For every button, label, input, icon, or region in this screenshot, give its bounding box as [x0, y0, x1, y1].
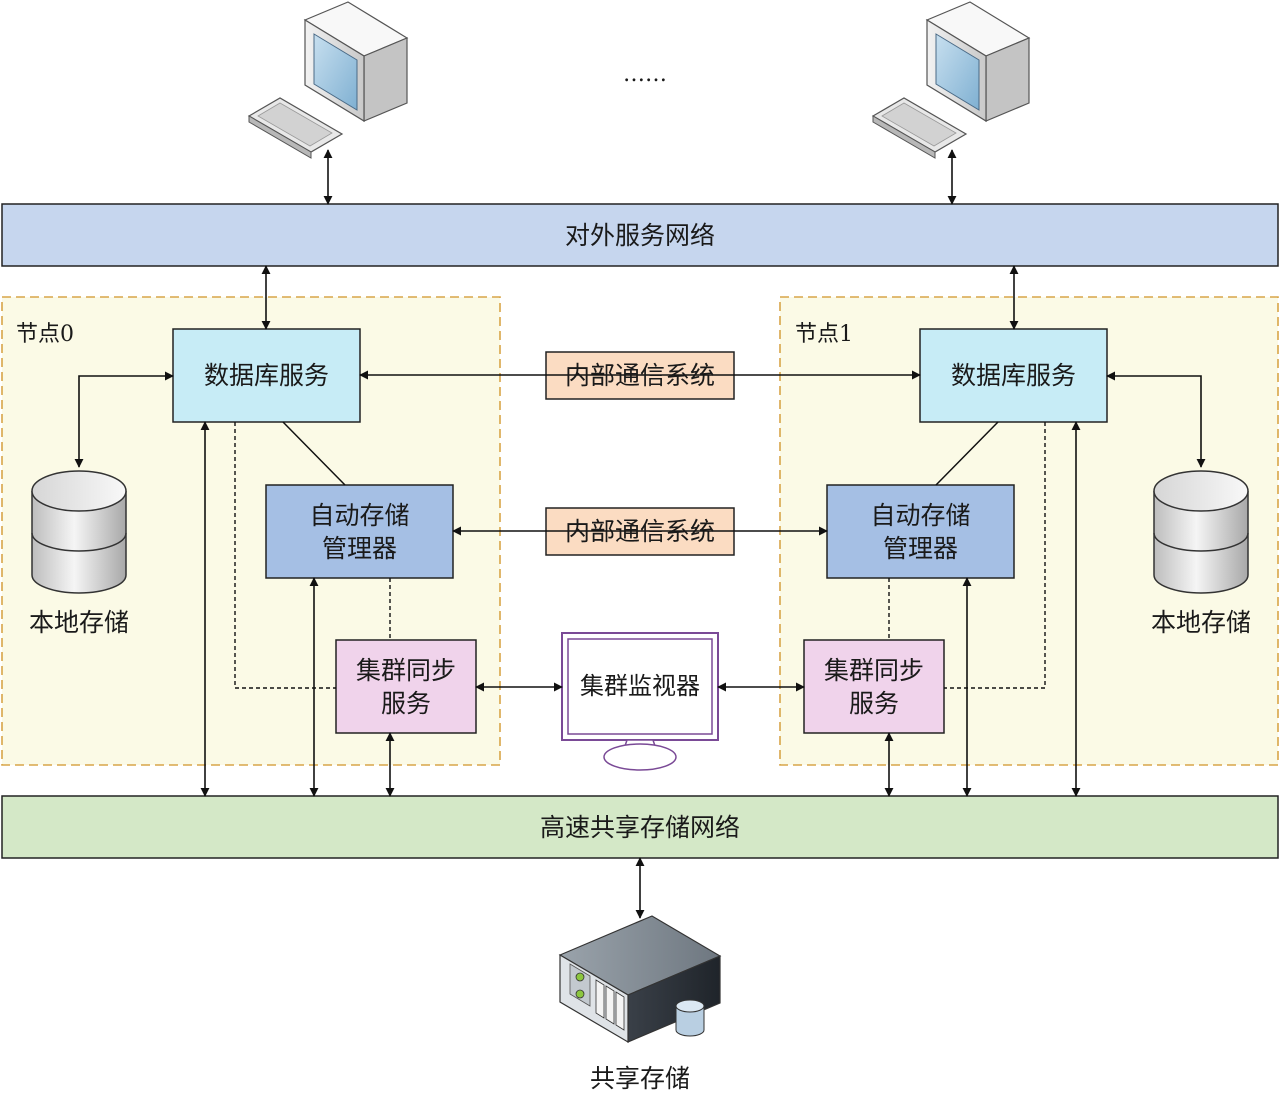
node1-cluster-sync-line2: 服务 — [848, 688, 899, 718]
node0-cluster-sync-label: 集群同步 服务 — [336, 640, 476, 733]
storage-network-bar — [1, 795, 1279, 859]
internal-comm-label-2: 内部通信系统 — [564, 517, 715, 546]
node1-db-service-box — [919, 328, 1108, 423]
client-computer-icon-left — [247, 1, 409, 159]
cluster-monitor-icon — [561, 632, 719, 771]
node1-auto-storage-line1: 自动存储 — [870, 500, 971, 530]
node0-local-storage-icon — [31, 470, 127, 594]
storage-network-label: 高速共享存储网络 — [539, 812, 740, 842]
node1-local-storage-label: 本地存储 — [1150, 607, 1251, 637]
node1-cluster-sync-line1: 集群同步 — [823, 655, 924, 685]
internal-comm-label-1: 内部通信系统 — [564, 361, 715, 390]
node0-cluster-sync-line2: 服务 — [380, 688, 431, 718]
node1-auto-storage-label: 自动存储 管理器 — [827, 485, 1014, 578]
ellipsis-label: …… — [623, 62, 667, 88]
node1-title: 节点1 — [795, 322, 853, 347]
external-network-label: 对外服务网络 — [564, 220, 715, 250]
cluster-monitor-label: 集群监视器 — [580, 671, 700, 700]
node0-title: 节点0 — [16, 322, 74, 347]
node0-auto-storage-line2: 管理器 — [321, 533, 397, 563]
node1-auto-storage-line2: 管理器 — [882, 533, 958, 563]
node0-auto-storage-line1: 自动存储 — [309, 500, 410, 530]
node1-local-storage-icon — [1153, 470, 1249, 594]
node0-db-service-label: 数据库服务 — [203, 361, 329, 390]
node0-cluster-sync-line1: 集群同步 — [355, 655, 456, 685]
node1-cluster-sync-label: 集群同步 服务 — [804, 640, 944, 733]
node0-cluster-sync-box — [335, 639, 477, 734]
shared-storage-server-icon — [558, 915, 722, 1044]
shared-storage-label: 共享存储 — [589, 1063, 690, 1093]
node0-auto-storage-label: 自动存储 管理器 — [266, 485, 453, 578]
node0-auto-storage-box — [265, 484, 454, 579]
external-network-bar — [1, 203, 1279, 267]
node1-auto-storage-box — [826, 484, 1015, 579]
client-computer-icon-right — [871, 1, 1031, 159]
node0-local-storage-label: 本地存储 — [28, 607, 129, 637]
node0-db-service-box — [172, 328, 361, 423]
node1-db-service-label: 数据库服务 — [950, 361, 1076, 390]
